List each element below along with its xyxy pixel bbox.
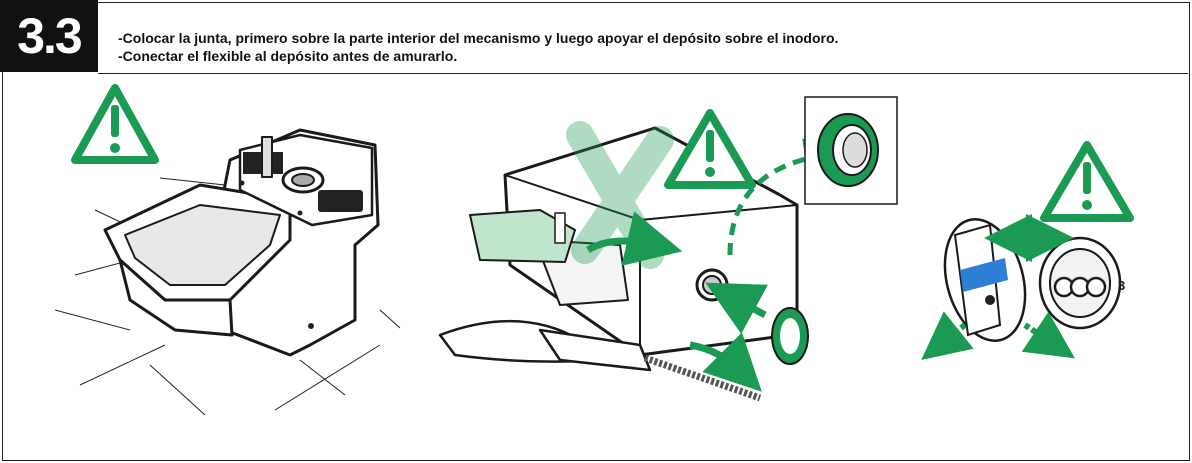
instruction-line-2: -Conectar el flexible al depósito antes … [118,48,458,64]
instruction-line-1: -Colocar la junta, primero sobre la part… [118,30,839,46]
warning-icon [1040,141,1134,222]
toilet-illustration [103,128,380,357]
gasket-detail [804,96,898,205]
figure-label-3: 3 [1118,278,1125,293]
arrow-icon [586,211,768,392]
step-number: 3.3 [0,0,98,72]
warning-icon [71,84,159,164]
warning-icon [664,109,756,189]
instructions: -Colocar la junta, primero sobre la part… [118,29,838,65]
header-divider [98,73,1188,74]
arrow-icon [921,214,1075,360]
